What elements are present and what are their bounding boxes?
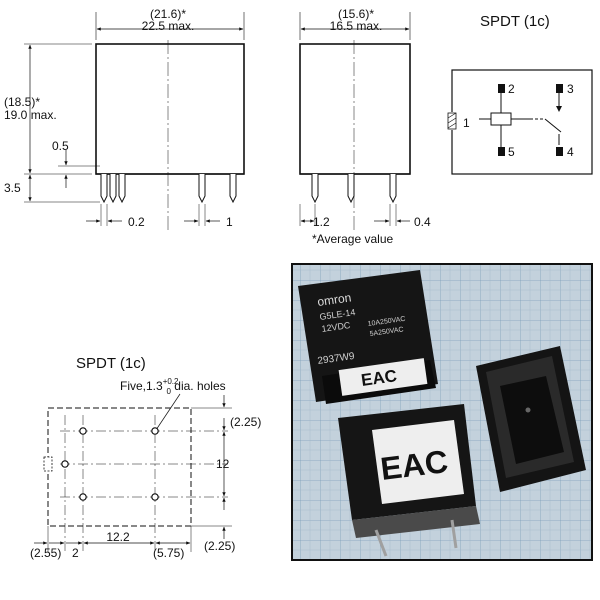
hole-pin-2 (79, 427, 87, 435)
front-pin-width-label: 0.2 (128, 215, 145, 229)
side-right-dim-label: 0.4 (414, 215, 431, 229)
pcb-top-margin-label: (2.25) (230, 415, 261, 429)
spdt-schematic: SPDT (1c) 1 2 5 3 4 (447, 13, 593, 175)
pcb-pitch-label: 12.2 (106, 530, 130, 544)
side-width-max: 16.5 max. (330, 19, 383, 33)
contact-symbol (530, 92, 562, 145)
front-pin-length-label: 3.5 (4, 181, 21, 195)
relay-photo: omron G5LE-14 12VDC 10A250VAC 5A250VAC 2… (292, 264, 592, 560)
hole-pin-4 (151, 493, 159, 501)
pin-4-label: 4 (567, 145, 574, 159)
pin-4-pad (556, 147, 563, 156)
side-width-avg: (15.6)* (338, 7, 374, 21)
pcb-pin1-marker (43, 456, 53, 472)
front-view-relay-body (95, 43, 245, 175)
pcb-left-margin-label: (2.55) (30, 546, 61, 560)
pcb-height-label: 12 (216, 457, 230, 471)
hole-pin-1 (61, 460, 69, 468)
pin-3-label: 3 (567, 82, 574, 96)
hole-pin-5 (79, 493, 87, 501)
front-offset-label: 0.5 (52, 139, 69, 153)
photo-relay-eac-face: EAC (338, 404, 480, 557)
front-pin-thickness-label: 1 (226, 215, 233, 229)
pin-5-label: 5 (508, 145, 515, 159)
photo-relay-voltage: 12VDC (321, 320, 352, 334)
front-width-avg: (21.6)* (150, 7, 186, 21)
front-view: (21.6)* 22.5 max. (18.5)* 19.0 max. 0.5 … (4, 7, 245, 230)
front-width-max: 22.5 max. (142, 19, 195, 33)
photo-relay-model: G5LE-14 (319, 307, 356, 322)
pcb-outline (47, 407, 192, 527)
coil-symbol (479, 88, 530, 150)
pcb-left-pitch-label: 2 (72, 546, 79, 560)
average-value-footnote: *Average value (312, 232, 393, 246)
holes-leader-line (155, 393, 181, 431)
side-view-relay-body (299, 43, 411, 175)
photo-relay-label-face: omron G5LE-14 12VDC 10A250VAC 5A250VAC 2… (298, 270, 438, 404)
side-left-dim-label: 1.2 (313, 215, 330, 229)
pin-2-label: 2 (508, 82, 515, 96)
front-view-pins (100, 174, 237, 204)
pin-3-pad (556, 84, 563, 93)
photo-relay-eac-large: EAC (378, 443, 449, 487)
photo-relay-eac-small: EAC (360, 366, 398, 390)
hole-pin-3 (151, 427, 159, 435)
photo-relay-brand: omron (316, 290, 352, 309)
pcb-bottom-margin-label: (2.25) (204, 539, 235, 553)
front-height-avg: (18.5)* (4, 95, 40, 109)
front-height-max: 19.0 max. (4, 108, 57, 122)
side-view-pins (311, 174, 397, 204)
photo-frame (291, 263, 593, 561)
contact-arrow-icon (556, 106, 562, 112)
photo-relay-rating-2: 5A250VAC (369, 326, 404, 338)
side-view: (15.6)* 16.5 max. 1.2 0.4 *Average value (299, 7, 431, 246)
coil-pin-1-marker (447, 112, 457, 130)
photo-relay-top-view (476, 346, 586, 492)
pcb-holes (61, 427, 159, 501)
photo-relay-lot: 2937W9 (317, 351, 356, 367)
pin-1-label: 1 (463, 116, 470, 130)
pin-2-pad (498, 84, 505, 93)
pcb-layout-title: SPDT (1c) (76, 355, 146, 372)
schematic-title: SPDT (1c) (480, 13, 550, 30)
pin-5-pad (498, 147, 505, 156)
pcb-right-margin-label: (5.75) (153, 546, 184, 560)
